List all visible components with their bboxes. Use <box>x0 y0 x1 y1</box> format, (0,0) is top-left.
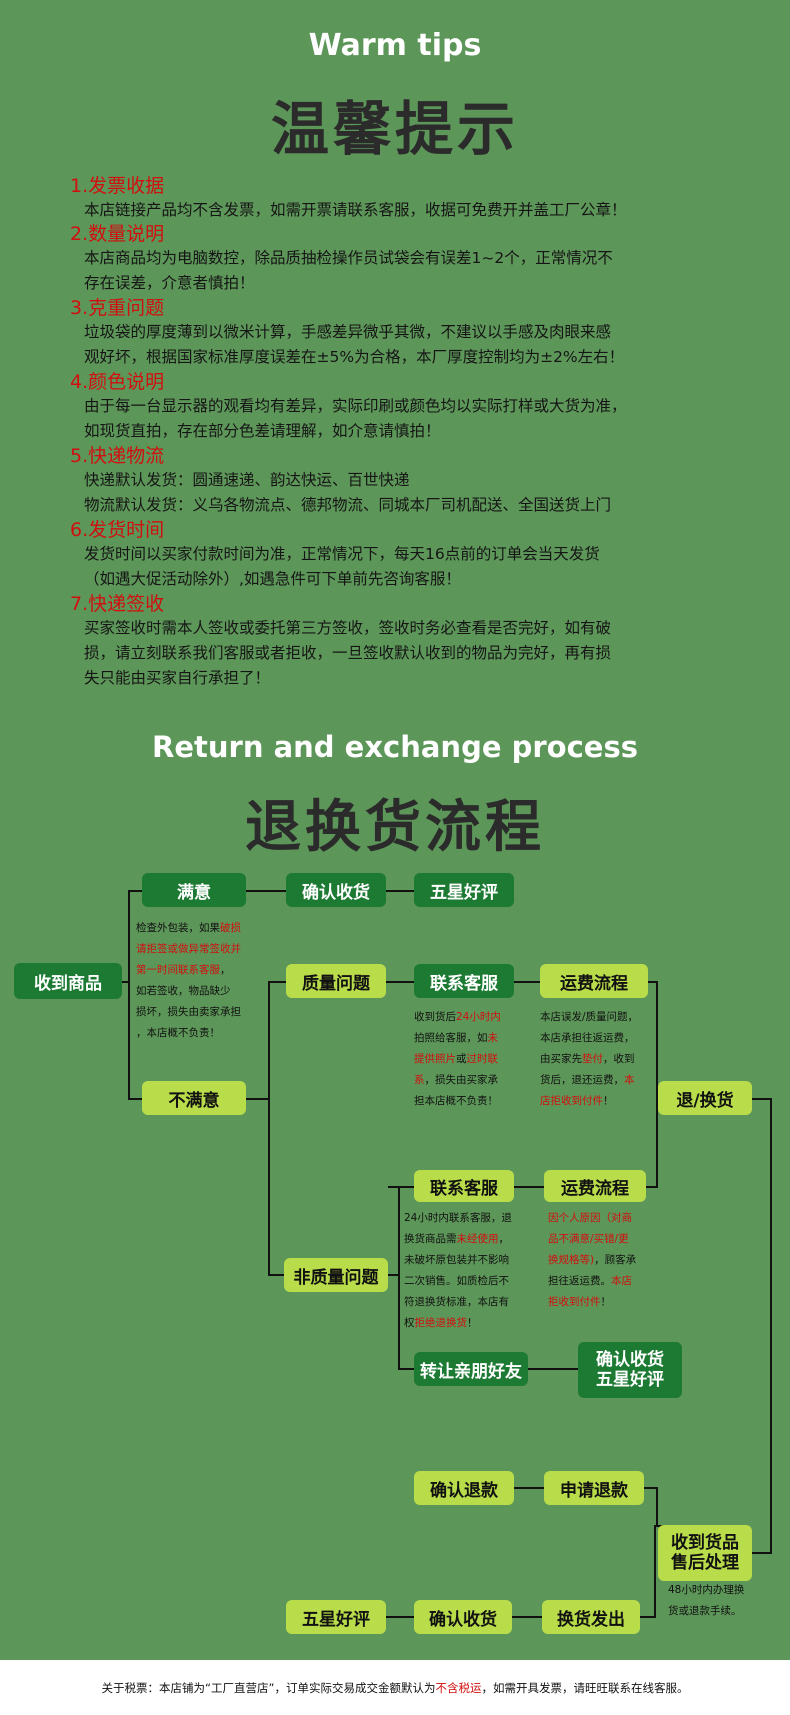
tip-line: 本店链接产品均不含发票，如需开票请联系客服，收据可免费开并盖工厂公章！ <box>84 201 627 219</box>
warm-tips-title-cn: 温馨提示 <box>270 95 519 163</box>
connector-line <box>648 981 658 983</box>
shipping-flow-box-2: 运费流程 <box>544 1170 646 1202</box>
quality-shipping-note: 本店误发/质量问题， 本店承担往返运费， 由买家先垫付，收到 货后，退还运费，本… <box>540 1011 639 1107</box>
connector-line <box>386 1274 400 1276</box>
connector-line <box>268 981 286 983</box>
tip-line: 由于每一台显示器的观看均有差异，实际印刷或颜色均以实际打样或大货为准， <box>84 397 627 415</box>
tip-title: 2.数量说明 <box>70 223 165 245</box>
connector-line <box>640 1616 656 1618</box>
warm-tips-title-en: Warm tips <box>308 28 482 63</box>
connector-line <box>128 890 142 892</box>
tip-line: 发货时间以买家付款时间为准，正常情况下，每天16点前的订单会当天发货 <box>84 545 600 563</box>
tip-line: 买家签收时需本人签收或委托第三方签收，签收时务必查看是否完好，如有破 <box>84 619 612 637</box>
tip-4: 4.颜色说明 由于每一台显示器的观看均有差异，实际印刷或颜色均以实际打样或大货为… <box>70 370 740 444</box>
transfer-friend-box: 转让亲朋好友 <box>414 1352 528 1386</box>
received-box: 收到商品 <box>14 963 122 999</box>
connector-line <box>752 1098 772 1100</box>
tip-title: 1.发票收据 <box>70 175 165 197</box>
connector-line <box>386 1616 414 1618</box>
tip-3: 3.克重问题 垃圾袋的厚度薄到以微米计算，手感差异微乎其微，不建议以手感及肉眼来… <box>70 296 740 370</box>
non-quality-box: 非质量问题 <box>284 1258 388 1292</box>
check-package-note: 检查外包装，如果破损 请拒签或做异常签收并 第一时间联系客服， 如若签收，物品缺… <box>136 922 241 1039</box>
tip-1: 1.发票收据 本店链接产品均不含发票，如需开票请联系客服，收据可免费开并盖工厂公… <box>70 174 740 223</box>
connector-line <box>512 1186 544 1188</box>
tip-5: 5.快递物流 快递默认发货：圆通速递、韵达快运、百世快递 物流默认发货：义乌各物… <box>70 444 740 518</box>
tip-line: 快递默认发货：圆通速递、韵达快运、百世快递 <box>84 471 410 489</box>
connector-line <box>514 1487 544 1489</box>
confirm-five-star-box: 确认收货 五星好评 <box>578 1342 682 1398</box>
connector-line <box>246 1098 270 1100</box>
tip-title: 5.快递物流 <box>70 445 165 467</box>
quality-cs-note: 收到货后24小时内 拍照给客服，如未 提供照片或过时联 系，损失由买家承 担本店… <box>414 1011 501 1107</box>
connector-line <box>528 1368 578 1370</box>
connector-line <box>656 1487 658 1527</box>
tip-line: 失只能由买家自行承担了！ <box>84 669 271 687</box>
confirm-receipt-box: 确认收货 <box>286 873 386 907</box>
connector-line <box>268 1274 286 1276</box>
tip-line: 观好坏，根据国家标准厚度误差在±5%为合格，本厂厚度控制均为±2%左右！ <box>84 348 625 366</box>
after-sale-box: 收到货品 售后处理 <box>658 1525 752 1581</box>
contact-cs-box-2: 联系客服 <box>414 1170 514 1202</box>
connector-line <box>386 981 414 983</box>
tip-line: 物流默认发货：义乌各物流点、德邦物流、同城本厂司机配送、全国送货上门 <box>84 496 612 514</box>
connector-line <box>770 1098 772 1553</box>
connector-line <box>654 1525 656 1617</box>
tip-line: 存在误差，介意者慎拍！ <box>84 274 255 292</box>
tip-2: 2.数量说明 本店商品均为电脑数控，除品质抽检操作员试袋会有误差1~2个，正常情… <box>70 222 740 296</box>
tip-title: 4.颜色说明 <box>70 371 165 393</box>
connector-line <box>512 1616 542 1618</box>
connector-line <box>128 890 130 1100</box>
five-star-label: 五星好评 <box>596 1370 664 1390</box>
shipping-flow-box: 运费流程 <box>540 964 648 998</box>
connector-line <box>512 981 540 983</box>
tip-7: 7.快递签收 买家签收时需本人签收或委托第三方签收，签收时务必查看是否完好，如有… <box>70 592 740 691</box>
connector-line <box>752 1552 772 1554</box>
connector-line <box>268 981 270 1276</box>
contact-cs-box: 联系客服 <box>414 964 514 998</box>
after-sale-note: 48小时内办理换 货或退款手续。 <box>668 1584 745 1617</box>
five-star-box-2: 五星好评 <box>286 1600 386 1634</box>
tip-title: 6.发货时间 <box>70 519 165 541</box>
footer-prefix: 关于税票：本店铺为“工厂直营店”，订单实际交易成交金额默认为 <box>101 1680 436 1695</box>
unsatisfied-box: 不满意 <box>142 1081 246 1115</box>
tip-6: 6.发货时间 发货时间以买家付款时间为准，正常情况下，每天16点前的订单会当天发… <box>70 518 740 592</box>
apply-refund-box: 申请退款 <box>544 1471 644 1505</box>
tip-title: 7.快递签收 <box>70 593 165 615</box>
tip-line: 本店商品均为电脑数控，除品质抽检操作员试袋会有误差1~2个，正常情况不 <box>84 249 613 267</box>
quality-issue-box: 质量问题 <box>286 964 386 998</box>
connector-line <box>246 890 286 892</box>
exchange-ship-box: 换货发出 <box>542 1600 640 1634</box>
connector-line <box>644 1487 658 1489</box>
footer-suffix: ，如需开具发票，请旺旺联系在线客服。 <box>481 1680 689 1695</box>
connector-line <box>398 1186 400 1370</box>
connector-line <box>398 1368 416 1370</box>
process-title-en: Return and exchange process <box>152 730 638 764</box>
tax-footer: 关于税票：本店铺为“工厂直营店”，订单实际交易成交金额默认为不含税运，如需开具发… <box>0 1660 790 1715</box>
tip-line: 垃圾袋的厚度薄到以微米计算，手感差异微乎其微，不建议以手感及肉眼来感 <box>84 323 612 341</box>
five-star-box: 五星好评 <box>414 873 514 907</box>
connector-line <box>656 981 658 1187</box>
footer-highlight: 不含税运 <box>435 1680 482 1695</box>
tip-line: 损，请立刻联系我们客服或者拒收，一旦签收默认收到的物品为完好，再有损 <box>84 644 612 662</box>
confirm-receipt-box-2: 确认收货 <box>414 1600 512 1634</box>
received-goods-label: 收到货品 <box>671 1533 739 1553</box>
connector-line <box>386 890 414 892</box>
non-quality-shipping-note: 因个人原因（对商 品不满意/买错/更 换规格等)，顾客承 担往返运费。本店 拒收… <box>548 1212 637 1308</box>
connector-line <box>128 1098 142 1100</box>
return-exchange-box: 退/换货 <box>658 1081 752 1115</box>
non-quality-cs-note: 24小时内联系客服，退 换货商品需未经使用， 未破坏原包装并不影响 二次销售。如… <box>404 1212 512 1329</box>
process-title-cn: 退换货流程 <box>245 795 545 860</box>
confirm-receipt-label: 确认收货 <box>596 1350 664 1370</box>
tip-title: 3.克重问题 <box>70 297 165 319</box>
tip-line: 如现货直拍，存在部分色差请理解，如介意请慎拍！ <box>84 422 441 440</box>
tip-line: （如遇大促活动除外）,如遇急件可下单前先咨询客服！ <box>84 570 461 588</box>
after-sale-label: 售后处理 <box>671 1553 739 1573</box>
satisfied-box: 满意 <box>142 873 246 907</box>
confirm-refund-box: 确认退款 <box>414 1471 514 1505</box>
